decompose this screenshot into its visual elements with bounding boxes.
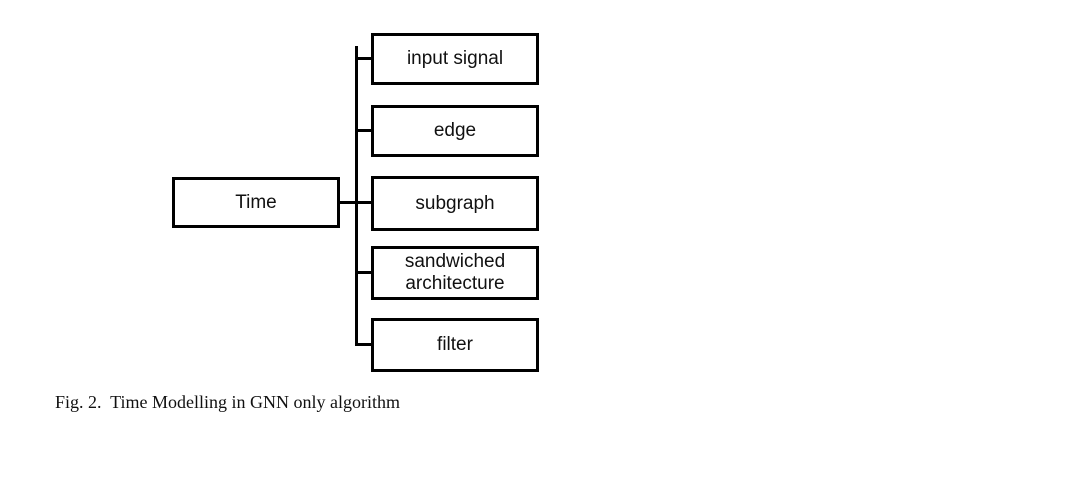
connector-tick-sandwiched	[355, 271, 373, 274]
node-subgraph: subgraph	[371, 176, 539, 231]
node-input-signal-label: input signal	[406, 48, 504, 70]
node-filter: filter	[371, 318, 539, 372]
node-edge-label: edge	[433, 120, 477, 142]
node-filter-label: filter	[437, 334, 473, 356]
node-sandwiched-architecture: sandwiched architecture	[371, 246, 539, 300]
node-time: Time	[172, 177, 340, 228]
figure-caption: Fig. 2. Time Modelling in GNN only algor…	[55, 392, 401, 412]
connector-tick-filter	[355, 343, 373, 346]
connector-tick-edge	[355, 129, 373, 132]
node-time-label: Time	[235, 191, 277, 213]
node-input-signal: input signal	[371, 33, 539, 85]
node-sandwiched-architecture-label: sandwiched architecture	[404, 251, 506, 294]
node-subgraph-label: subgraph	[415, 192, 495, 214]
node-edge: edge	[371, 105, 539, 157]
connector-vertical-spine	[355, 46, 358, 346]
connector-tick-input-signal	[355, 57, 373, 60]
connector-root-branch	[340, 201, 373, 204]
